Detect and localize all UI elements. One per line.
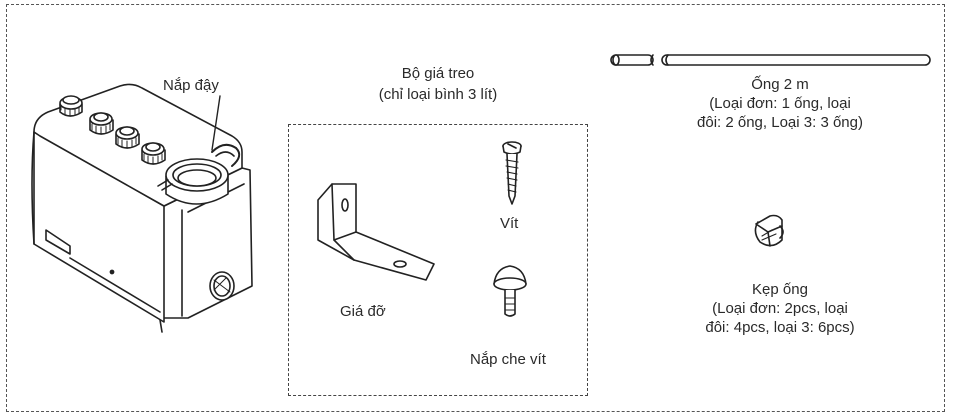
bracket-label: Giá đỡ bbox=[340, 303, 386, 320]
bracket-illustration bbox=[317, 183, 435, 281]
screw-cap-illustration bbox=[493, 265, 527, 317]
tube-label: Ống 2 m bbox=[751, 76, 809, 93]
tank-knobs bbox=[59, 95, 166, 165]
tube-illustration bbox=[610, 54, 931, 66]
tank-lid bbox=[157, 143, 241, 205]
outer-dashed-frame bbox=[6, 4, 945, 412]
hanger-kit-box bbox=[288, 124, 588, 396]
hanger-kit-note: (chỉ loại bình 3 lít) bbox=[378, 86, 498, 103]
screw-cap-label: Nắp che vít bbox=[470, 351, 546, 368]
lid-leader-line bbox=[211, 95, 221, 151]
hanger-kit-title: Bộ giá treo bbox=[401, 65, 475, 82]
tube-qty-line-2: đôi: 2 ống, Loại 3: 3 ống) bbox=[697, 114, 863, 131]
tank-illustration bbox=[31, 83, 253, 333]
clamp-illustration bbox=[754, 214, 784, 247]
tube-qty-line-1: (Loại đơn: 1 ống, loại bbox=[709, 95, 851, 112]
tank-side-knob bbox=[209, 271, 235, 301]
clamp-label: Kẹp ống bbox=[752, 281, 808, 298]
clamp-qty-line-1: (Loại đơn: 2pcs, loại bbox=[712, 300, 848, 317]
lid-label: Nắp đậy bbox=[163, 77, 219, 94]
clamp-qty-line-2: đôi: 4pcs, loại 3: 6pcs) bbox=[705, 319, 855, 336]
screw-illustration bbox=[502, 141, 522, 205]
screw-label: Vít bbox=[500, 215, 519, 232]
